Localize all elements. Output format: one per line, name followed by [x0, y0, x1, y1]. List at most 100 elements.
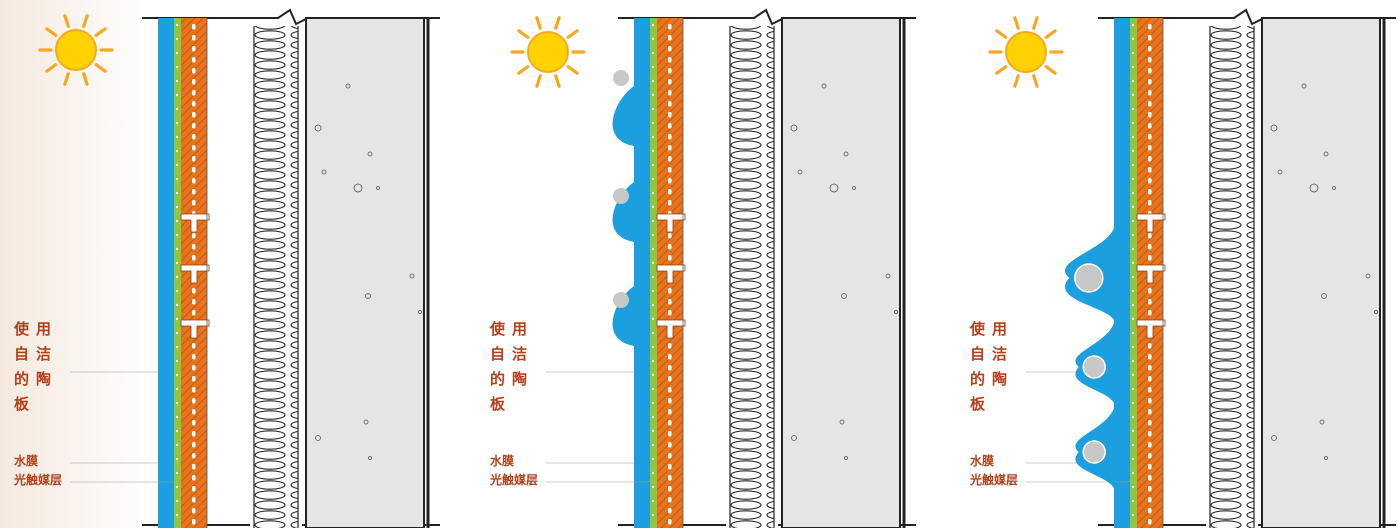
tile-mark [668, 519, 672, 525]
aggregate-dot [1324, 456, 1328, 460]
panel-1-section [70, 8, 440, 528]
tile-mark [192, 123, 196, 129]
anchor-clip [1136, 264, 1166, 284]
tile-mark [192, 398, 196, 404]
tile-mark [668, 178, 672, 184]
tile-mark [1148, 508, 1152, 514]
tile-mark [1148, 123, 1152, 129]
panel-1-tile-char: 洁 [36, 345, 52, 363]
tile-mark [192, 464, 196, 470]
tile-mark [1148, 90, 1152, 96]
panel-1-water-label: 水膜 [14, 454, 39, 468]
sun-ray [517, 65, 530, 75]
tile-mark [668, 123, 672, 129]
sun-ray [554, 74, 561, 88]
tile-mark [1148, 288, 1152, 294]
aggregate-dot [367, 151, 373, 157]
tile-mark [1148, 409, 1152, 415]
aggregate-dot [1321, 293, 1327, 299]
panel-3-tile-char: 用 [992, 320, 1008, 338]
panel-3-section [1026, 8, 1396, 528]
tile-mark [1148, 156, 1152, 162]
tile-mark [668, 431, 672, 437]
aggregate-dot [321, 169, 327, 175]
tile-mark [668, 145, 672, 151]
panel-1-tile-char: 的 [14, 370, 30, 388]
tile-mark [668, 189, 672, 195]
anchor-clip [656, 213, 686, 233]
sun-disc [1005, 31, 1047, 73]
panel-1-tile-char: 陶 [36, 370, 52, 388]
sun-ray [995, 65, 1008, 75]
tile-mark [668, 398, 672, 404]
sun-disc [527, 31, 569, 73]
sun-ray [82, 14, 89, 28]
tile-mark [1148, 354, 1152, 360]
aggregate-dot [1309, 183, 1319, 193]
tile-mark [668, 46, 672, 52]
sun-ray [82, 72, 89, 86]
concrete-wall [305, 17, 425, 528]
aggregate-dot [376, 186, 380, 190]
concrete-wall [1261, 17, 1381, 528]
sun-ray [535, 16, 542, 30]
tile-mark [192, 409, 196, 415]
tile-mark [1148, 46, 1152, 52]
tile-mark [192, 310, 196, 316]
aggregate-dot [790, 124, 798, 132]
panel-1-tile-char: 板 [14, 395, 30, 413]
tile-mark [668, 57, 672, 63]
aggregate-dot [844, 456, 848, 460]
sun-ray [566, 65, 579, 75]
sun-ray [63, 72, 70, 86]
aggregate-dot [829, 183, 839, 193]
tile-mark [1148, 442, 1152, 448]
tile-mark [668, 442, 672, 448]
sun-icon [38, 14, 114, 86]
tile-mark [1148, 519, 1152, 525]
tile-mark [192, 90, 196, 96]
tile-mark [1148, 255, 1152, 261]
tile-mark [192, 508, 196, 514]
aggregate-dot [314, 124, 322, 132]
tile-mark [668, 255, 672, 261]
tile-mark [192, 475, 196, 481]
tile-mark [192, 79, 196, 85]
tile-mark [192, 112, 196, 118]
tile-mark [1148, 167, 1152, 173]
panel-3-tile-char: 陶 [992, 370, 1008, 388]
tile-mark [192, 354, 196, 360]
dirt-particle [613, 292, 629, 308]
aggregate-dot [365, 293, 371, 299]
sun-ray [1013, 16, 1020, 30]
aggregate-dot [791, 435, 797, 441]
tile-mark [192, 57, 196, 63]
tile-mark [668, 68, 672, 74]
tile-mark [668, 387, 672, 393]
tile-mark [1148, 365, 1152, 371]
coating-texture [174, 18, 181, 528]
sun-ray [63, 14, 70, 28]
tile-mark [668, 101, 672, 107]
water-film [158, 18, 174, 528]
tile-mark [1148, 343, 1152, 349]
tile-mark [668, 200, 672, 206]
sun-ray [995, 29, 1008, 39]
tile-mark [192, 134, 196, 140]
tile-mark [1148, 35, 1152, 41]
tile-mark [192, 497, 196, 503]
tile-mark [668, 409, 672, 415]
tile-mark [192, 68, 196, 74]
anchor-clip [1136, 319, 1166, 339]
tile-mark [668, 475, 672, 481]
sun-ray [1032, 16, 1039, 30]
tile-mark [1148, 178, 1152, 184]
tile-mark [1148, 453, 1152, 459]
aggregate-dot [418, 310, 422, 314]
panel-3-tile-char: 板 [970, 395, 986, 413]
tile-mark [192, 167, 196, 173]
tile-mark [192, 244, 196, 250]
aggregate-dot [885, 273, 891, 279]
